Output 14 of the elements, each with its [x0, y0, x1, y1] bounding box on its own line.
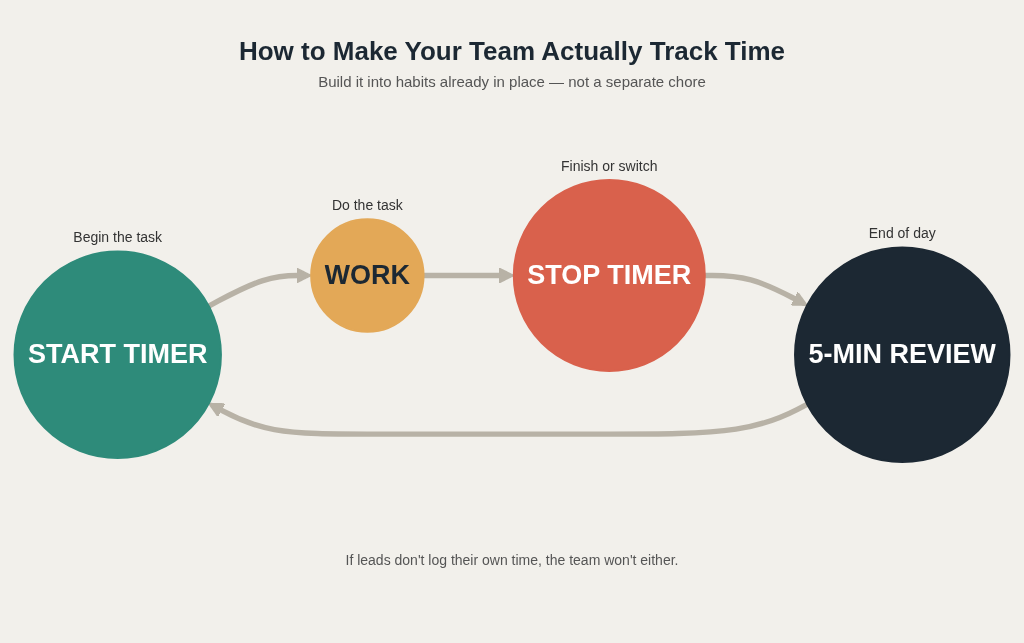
subtitle: Build it into habits already in place — not a separate chore: [317, 73, 707, 90]
title: How to Make Your Team Actually Track Time: [237, 36, 787, 67]
node-circle: START TIMER: [13, 250, 222, 459]
node-circle: WORK: [310, 218, 425, 333]
step-note: Finish or switch: [561, 157, 658, 174]
step-note: End of day: [868, 225, 936, 242]
caption: If leads don't log their own time, the team won't either.: [344, 552, 680, 568]
arrow: [704, 272, 808, 306]
step-note: Begin the task: [73, 229, 163, 246]
arrow: [208, 401, 809, 437]
step-note: Do the task: [331, 197, 403, 214]
node-circle: STOP TIMER: [512, 179, 706, 372]
arrow: [207, 267, 312, 309]
node-circle: 5-MIN REVIEW: [794, 246, 1011, 463]
